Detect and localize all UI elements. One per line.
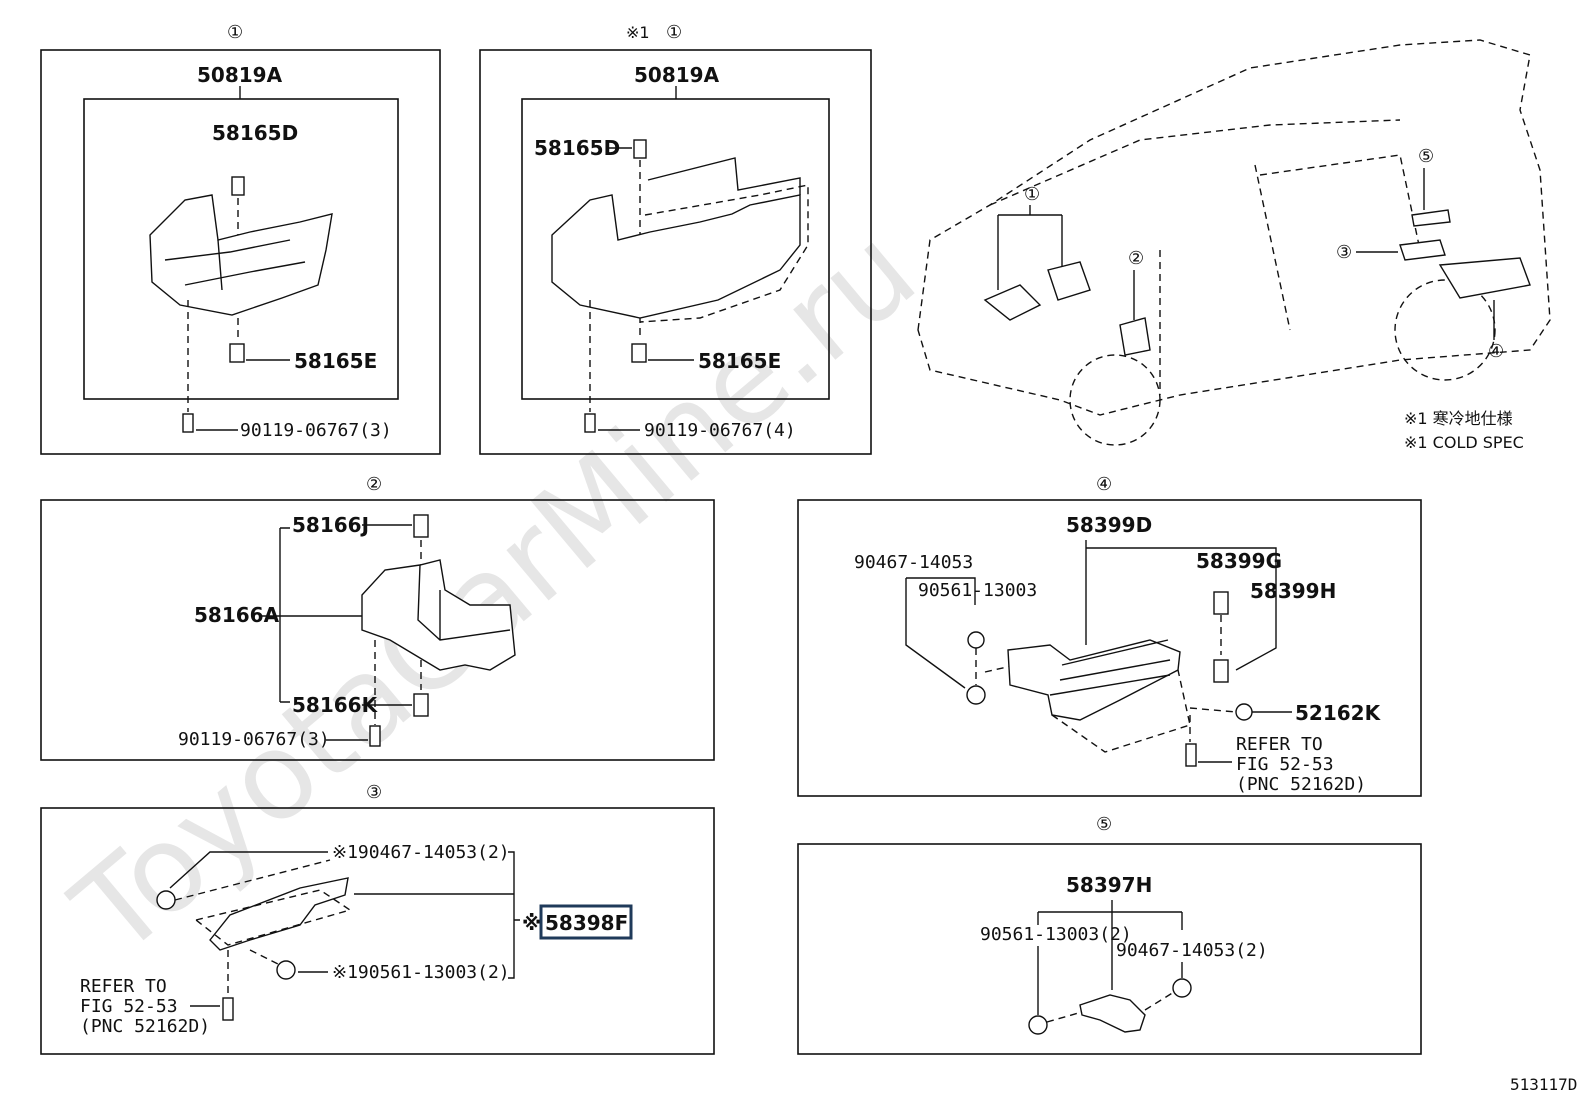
panel-1-cold-bolt-label: 90119-06767(4)	[644, 420, 796, 441]
nut-icon	[276, 960, 296, 980]
clip-icon	[1213, 659, 1229, 683]
highlighted-part-box	[539, 904, 633, 940]
panel-5-assembly-label: 58397H	[1066, 873, 1152, 897]
panel-2-bolt-label: 90119-06767(3)	[178, 729, 330, 750]
vehicle-callout-4: ④	[1488, 341, 1504, 362]
vehicle-callout-3: ③	[1336, 242, 1352, 263]
small-bracket-shape	[1079, 994, 1146, 1033]
panel-1: ① 50819A 58165D 58165E 90119-06767(3)	[40, 22, 441, 455]
panel-4-refer-line-1: REFER TO	[1236, 734, 1323, 755]
panel-3-nut2-label: ※190561-13003(2)	[332, 962, 510, 983]
vehicle-part-5	[1411, 209, 1451, 227]
engine-under-cover-shape	[149, 194, 333, 316]
panel-1-cold-clip-top-label: 58165D	[534, 136, 620, 160]
panel-3-index: ③	[366, 782, 382, 803]
clip-icon	[413, 514, 429, 538]
panel-1-outer-box	[40, 49, 441, 455]
panel-1-cold-index: ①	[666, 22, 682, 43]
side-cover-shape	[361, 559, 516, 671]
diagram-id: 513117D	[1510, 1075, 1577, 1094]
panel-4-clip1-label: 58399G	[1196, 549, 1282, 573]
nut-icon	[1172, 978, 1192, 998]
bolt-icon	[182, 413, 194, 433]
vehicle-callout-1: ①	[1024, 184, 1040, 205]
clip-icon	[413, 693, 429, 717]
panel-1-bolt-label: 90119-06767(3)	[240, 420, 392, 441]
engine-under-cover-cold-shape	[551, 194, 801, 319]
panel-2-index: ②	[366, 474, 382, 495]
panel-5: ⑤ 58397H 90561-13003(2) 90467-14053(2)	[797, 814, 1422, 1055]
panel-4-refer-line-3: (PNC 52162D)	[1236, 774, 1366, 795]
clip-icon	[1235, 703, 1253, 721]
panel-4-clip3-label: 52162K	[1295, 701, 1382, 725]
panel-2-box	[40, 499, 715, 761]
panel-1-cold-outer-box	[479, 49, 872, 455]
vehicle-part-3	[1399, 239, 1446, 261]
clip-icon	[1185, 743, 1197, 767]
rear-floor-cover-shape	[1007, 639, 1181, 721]
watermark: ToyotaCarMine.ru	[49, 202, 942, 983]
vehicle-body-outline	[917, 39, 1551, 416]
panel-3-assembly-prefix: ※	[522, 911, 541, 935]
panel-4-assembly-label: 58399D	[1066, 513, 1152, 537]
panel-4-box	[797, 499, 1422, 797]
clip-icon	[631, 343, 647, 363]
panel-3-refer-line-3: (PNC 52162D)	[80, 1016, 210, 1037]
panel-1-clip-top-label: 58165D	[212, 121, 298, 145]
panel-4-nut2-label: 90561-13003	[918, 580, 1037, 601]
clip-icon	[1213, 591, 1229, 615]
panel-4-index: ④	[1096, 474, 1112, 495]
panel-3-refer-line-2: FIG 52-53	[80, 996, 178, 1017]
clip-icon	[231, 176, 245, 196]
panel-1-inner-box	[83, 98, 399, 400]
panel-5-index: ⑤	[1096, 814, 1112, 835]
panel-5-nut2-label: 90467-14053(2)	[1116, 940, 1268, 961]
panel-3-refer-line-1: REFER TO	[80, 976, 167, 997]
panel-5-box	[797, 843, 1422, 1055]
panel-2-assembly-label: 58166A	[194, 603, 280, 627]
nut-icon	[156, 890, 176, 910]
panel-3-assembly-label: 58398F	[545, 911, 628, 935]
clip-icon	[633, 139, 647, 159]
panel-3: ③ ※190467-14053(2) ※ 58398F ※190561-1300…	[40, 782, 715, 1055]
washer-icon	[967, 631, 985, 649]
clip-icon	[229, 343, 245, 363]
panel-5-nut-label: 90561-13003(2)	[980, 924, 1132, 945]
panel-1-clip-bottom-label: 58165E	[294, 349, 377, 373]
panel-1-assembly-label: 50819A	[197, 63, 283, 87]
panel-4-clip2-label: 58399H	[1250, 579, 1336, 603]
panel-2: ② 58166J 58166A 58166K 90119-06767(3)	[40, 474, 715, 761]
nut-icon	[966, 685, 986, 705]
panel-3-box	[40, 807, 715, 1055]
panel-1-cold: ※1 ① 50819A 58165D 58165E 90119-06767(4)	[479, 22, 872, 455]
clip-icon	[222, 997, 234, 1021]
panel-4: ④ 58399D 90467-14053 90561-13003 58399G …	[797, 474, 1422, 797]
bolt-icon	[584, 413, 596, 433]
panel-1-cold-prefix: ※1	[626, 23, 650, 42]
vehicle-part-2	[1119, 317, 1151, 356]
panel-2-clip-top-label: 58166J	[292, 513, 369, 537]
panel-1-index: ①	[227, 22, 243, 43]
note-line-2: ※1 COLD SPEC	[1404, 433, 1524, 452]
panel-4-nut-label: 90467-14053	[854, 552, 973, 573]
vehicle-callout-5: ⑤	[1418, 146, 1434, 167]
panel-3-nut-label: ※190467-14053(2)	[332, 842, 510, 863]
bolt-icon	[369, 725, 381, 747]
vehicle-callout-2: ②	[1128, 248, 1144, 269]
floor-cover-shape	[209, 877, 349, 951]
nut-icon	[1028, 1015, 1048, 1035]
vehicle-overview: ① ② ③ ④ ⑤ ※1 寒冷地仕様 ※1 COLD SPEC	[917, 39, 1551, 452]
panel-1-cold-clip-bottom-label: 58165E	[698, 349, 781, 373]
panel-4-refer-line-2: FIG 52-53	[1236, 754, 1334, 775]
vehicle-part-4	[1438, 257, 1531, 299]
note-line-1: ※1 寒冷地仕様	[1404, 409, 1513, 428]
vehicle-part-1	[983, 261, 1091, 321]
panel-1-cold-assembly-label: 50819A	[634, 63, 720, 87]
